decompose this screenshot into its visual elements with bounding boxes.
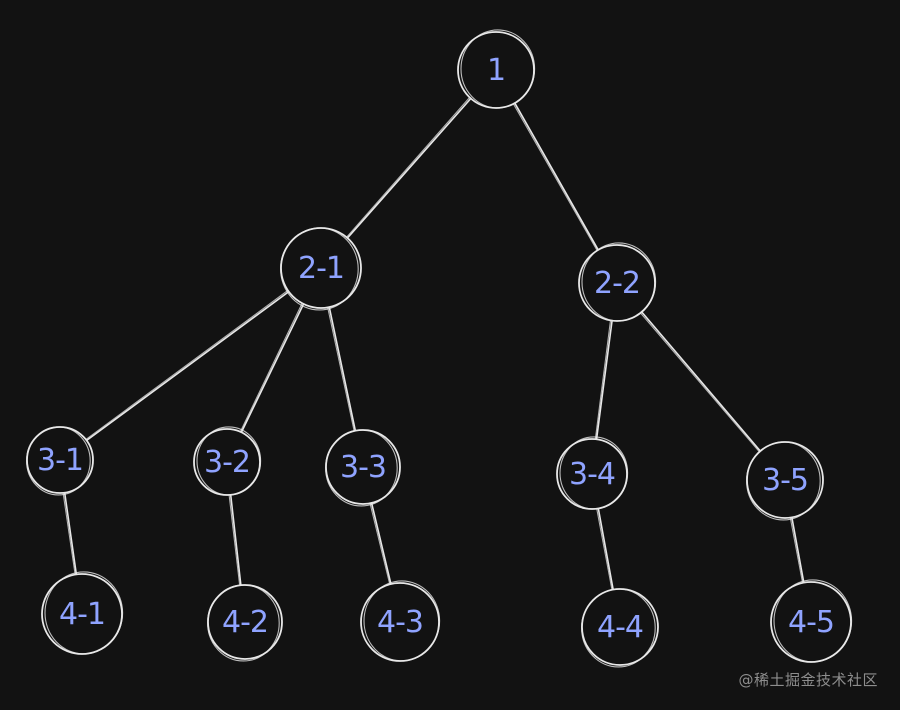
node-circle-sketch xyxy=(773,579,853,663)
nodes-layer: 1 2-1 2-2 3-1 3-2 3-3 3-4 3-5 4-1 4-2 4-3 4-4 4-5 xyxy=(26,29,853,668)
edge-3-5-to-4-5 xyxy=(789,514,805,586)
node-label: 3-5 xyxy=(762,463,808,498)
node-label: 2-2 xyxy=(594,266,640,301)
edge-2-1-to-3-2 xyxy=(238,300,306,435)
edge-1-to-2-1 xyxy=(344,95,473,241)
edge-3-4-to-4-4 xyxy=(595,505,615,593)
node-3-5: 3-5 xyxy=(746,441,824,521)
node-circle-sketch xyxy=(280,227,359,311)
edge-2-1-to-3-1 xyxy=(83,288,292,443)
node-label: 4-2 xyxy=(222,605,268,640)
node-label: 4-1 xyxy=(59,597,105,632)
node-circle-sketch xyxy=(44,571,124,655)
node-3-3: 3-3 xyxy=(325,429,401,507)
node-4-2: 4-2 xyxy=(207,584,283,662)
node-circle-sketch xyxy=(746,441,821,521)
node-circle-sketch xyxy=(207,584,280,662)
node-2-1: 2-1 xyxy=(280,227,362,311)
node-3-1: 3-1 xyxy=(26,426,94,496)
node-2-2: 2-2 xyxy=(578,242,657,322)
node-label: 4-3 xyxy=(377,605,423,640)
node-circle-sketch xyxy=(559,436,629,510)
edge-3-1-to-4-1 xyxy=(62,489,78,578)
node-4-4: 4-4 xyxy=(581,588,659,668)
edge-2-1-to-3-3 xyxy=(326,304,357,434)
node-circle-sketch xyxy=(325,429,398,507)
node-label: 3-3 xyxy=(340,450,386,485)
node-circle-sketch xyxy=(581,242,657,322)
node-4-5: 4-5 xyxy=(770,579,853,663)
node-circle-sketch xyxy=(196,426,262,496)
node-4-1: 4-1 xyxy=(41,571,124,655)
node-label: 3-2 xyxy=(204,445,250,480)
node-label: 3-4 xyxy=(569,457,615,492)
edges-layer xyxy=(62,95,805,593)
node-label: 4-4 xyxy=(597,610,643,645)
watermark: @稀土掘金技术社区 xyxy=(738,671,878,689)
node-label: 3-1 xyxy=(37,443,83,478)
edge-3-3-to-4-3 xyxy=(369,500,393,587)
edge-2-2-to-3-4 xyxy=(594,317,614,443)
node-label: 1 xyxy=(487,53,505,88)
node-circle-sketch xyxy=(460,29,536,109)
node-circle-sketch xyxy=(363,580,441,662)
node-label: 2-1 xyxy=(298,251,344,286)
edge-3-2-to-4-2 xyxy=(228,492,242,589)
node-3-4: 3-4 xyxy=(556,436,629,510)
edge-2-2-to-3-5 xyxy=(638,309,763,454)
node-circle-sketch xyxy=(581,588,656,668)
node-3-2: 3-2 xyxy=(193,426,262,496)
node-4-3: 4-3 xyxy=(360,580,441,662)
node-1: 1 xyxy=(457,29,536,109)
edge-1-to-2-2 xyxy=(511,100,601,253)
node-circle-sketch xyxy=(26,426,91,496)
node-label: 4-5 xyxy=(788,605,834,640)
